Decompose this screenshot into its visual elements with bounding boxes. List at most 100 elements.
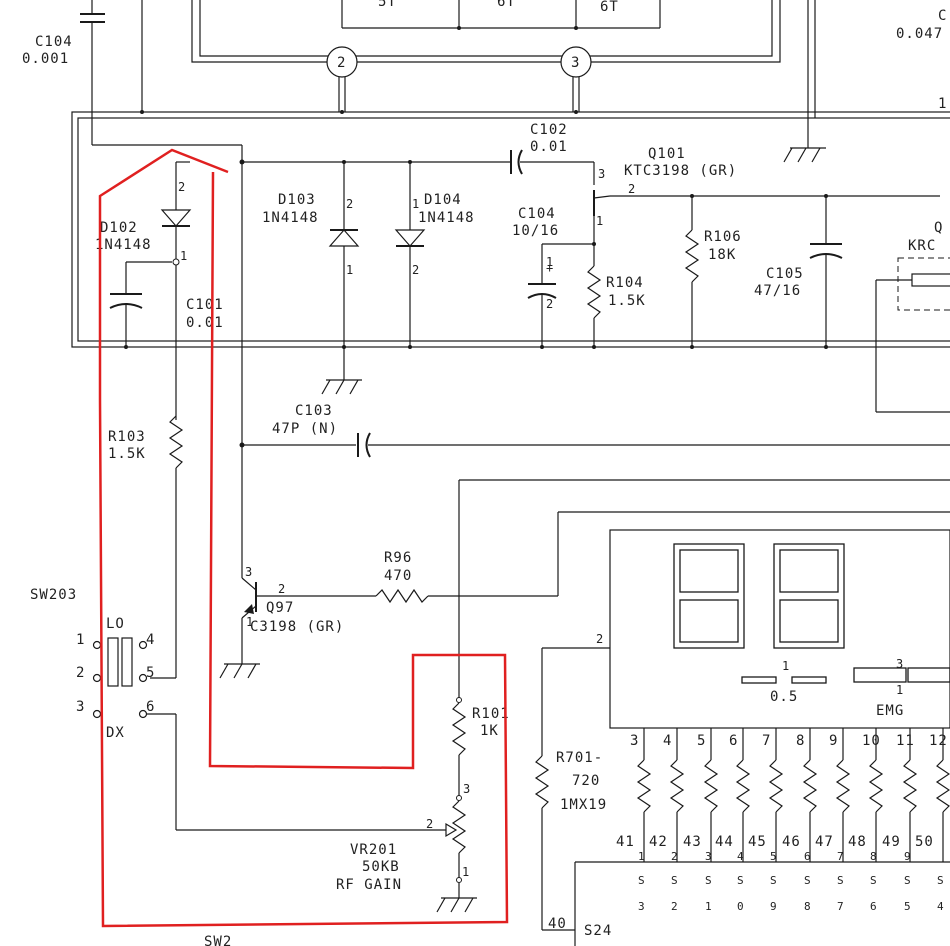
ic-pin-sub: 5	[770, 850, 777, 863]
node-2-label: 2	[337, 55, 346, 71]
q101-pin3: 3	[598, 167, 605, 181]
q97-pin3: 3	[245, 565, 252, 579]
r96: R96 470	[375, 511, 950, 604]
sw-pin5: 5	[146, 665, 155, 681]
display-emg-pin3: 3	[896, 657, 903, 671]
display-05-label: 0.5	[770, 689, 798, 705]
r103: R103 1.5K	[108, 415, 184, 679]
c103-branch: C103 47P (N)	[239, 162, 950, 578]
top-right-label: C	[938, 8, 947, 24]
top-section: C104 0.001 5T 6T 6T 2 3 C 0.047 1	[22, 0, 947, 163]
vr201-pin2: 2	[426, 817, 433, 831]
ic-pin-sub: 3	[705, 850, 712, 863]
ic-seg-number: 7	[837, 900, 844, 913]
ic-pin-number: 50	[915, 834, 934, 850]
d103-pin1: 1	[346, 263, 353, 277]
c104-label: C104	[518, 206, 556, 222]
d104-label: D104	[424, 192, 462, 208]
r106-value: 18K	[708, 247, 736, 263]
q97-type: C3198 (GR)	[250, 619, 344, 635]
q101-pin2: 2	[628, 182, 635, 196]
r101-vr201: R101 1K 3 2 1 VR201 50KB RF GAIN	[336, 479, 950, 913]
d103-label: D103	[278, 192, 316, 208]
r103-value: 1.5K	[108, 446, 146, 462]
d102-label: D102	[100, 220, 138, 236]
ic-pin-number: 47	[815, 834, 834, 850]
r96-value: 470	[384, 568, 412, 584]
c102-value: 0.01	[530, 139, 568, 155]
display-pin-resistors: 3411S34422S25433S16444S07455S98466S89477…	[616, 728, 950, 913]
d103-pin2: 2	[346, 197, 353, 211]
display-pin2: 2	[596, 632, 603, 646]
ic-seg-letter: S	[638, 874, 645, 887]
ic-seg-letter: S	[837, 874, 844, 887]
ic-seg-letter: S	[937, 874, 944, 887]
sw-pin3: 3	[76, 699, 85, 715]
d102-type: 1N4148	[95, 237, 152, 253]
ic-pin-number: 46	[782, 834, 801, 850]
r104-value: 1.5K	[608, 293, 646, 309]
ic-seg-letter: S	[705, 874, 712, 887]
ic-seg-letter: S	[870, 874, 877, 887]
display-pin-number: 7	[762, 733, 771, 749]
node-3-label: 3	[571, 55, 580, 71]
display-pin-number: 6	[729, 733, 738, 749]
vr201-value: 50KB	[362, 859, 400, 875]
ic-pin-number: 45	[748, 834, 767, 850]
sw-dx-label: DX	[106, 725, 125, 741]
c104-value: 10/16	[512, 223, 559, 239]
c104-top-value: 0.001	[22, 51, 69, 67]
board-outline	[71, 111, 950, 348]
sw-lo-label: LO	[106, 616, 125, 632]
ic-s24-label: S24	[584, 923, 612, 939]
d102-pin2: 2	[178, 180, 185, 194]
q97-label: Q97	[266, 600, 294, 616]
sw203-switch: SW203 LO DX 1 4 2 5 3 6	[30, 587, 446, 831]
display-pin-number: 9	[829, 733, 838, 749]
c104-pin2: 2	[546, 297, 553, 311]
ic-seg-number: 6	[870, 900, 877, 913]
vr201-label: VR201	[350, 842, 397, 858]
display-emg-label: EMG	[876, 703, 904, 719]
ic-seg-letter: S	[904, 874, 911, 887]
vr201-pin1: 1	[462, 865, 469, 879]
node-circle-3	[560, 46, 592, 78]
ic-pin-sub: 1	[638, 850, 645, 863]
q97-pin1: 1	[246, 615, 253, 629]
vr201-function: RF GAIN	[336, 877, 402, 893]
display-dp-pin: 1	[782, 659, 789, 673]
q-right-label: Q	[934, 220, 943, 236]
c104-pin1: 1	[546, 255, 553, 269]
q101-pin1: 1	[596, 214, 603, 228]
r104-label: R104	[606, 275, 644, 291]
r101-value: 1K	[480, 723, 499, 739]
ic-seg-number: 9	[770, 900, 777, 913]
ic-pin-number: 41	[616, 834, 635, 850]
block-label-3: 6T	[600, 0, 619, 15]
ic-seg-letter: S	[804, 874, 811, 887]
display-pin-number: 11	[896, 733, 915, 749]
ic-seg-letter: S	[671, 874, 678, 887]
c105-label: C105	[766, 266, 804, 282]
c104-plus: +	[546, 261, 553, 275]
d103-type: 1N4148	[262, 210, 319, 226]
q101-label: Q101	[648, 146, 686, 162]
ic-seg-letter: S	[770, 874, 777, 887]
c101-label: C101	[186, 297, 224, 313]
display-pin-number: 5	[697, 733, 706, 749]
ic-seg-number: 1	[705, 900, 712, 913]
display-pin-number: 10	[862, 733, 881, 749]
right-edge-label: 1	[938, 96, 947, 112]
ic-pin-number: 44	[715, 834, 734, 850]
display-emg-pin1: 1	[896, 683, 903, 697]
sw-pin6: 6	[146, 699, 155, 715]
d104-pin2: 2	[412, 263, 419, 277]
ic-pin-number: 42	[649, 834, 668, 850]
sw-pin2: 2	[76, 665, 85, 681]
ic-pin-number: 43	[683, 834, 702, 850]
r701-label: R701-	[556, 750, 603, 766]
d104-pin1: 1	[412, 197, 419, 211]
block-label-1: 5T	[378, 0, 397, 10]
r101-label: R101	[472, 706, 510, 722]
